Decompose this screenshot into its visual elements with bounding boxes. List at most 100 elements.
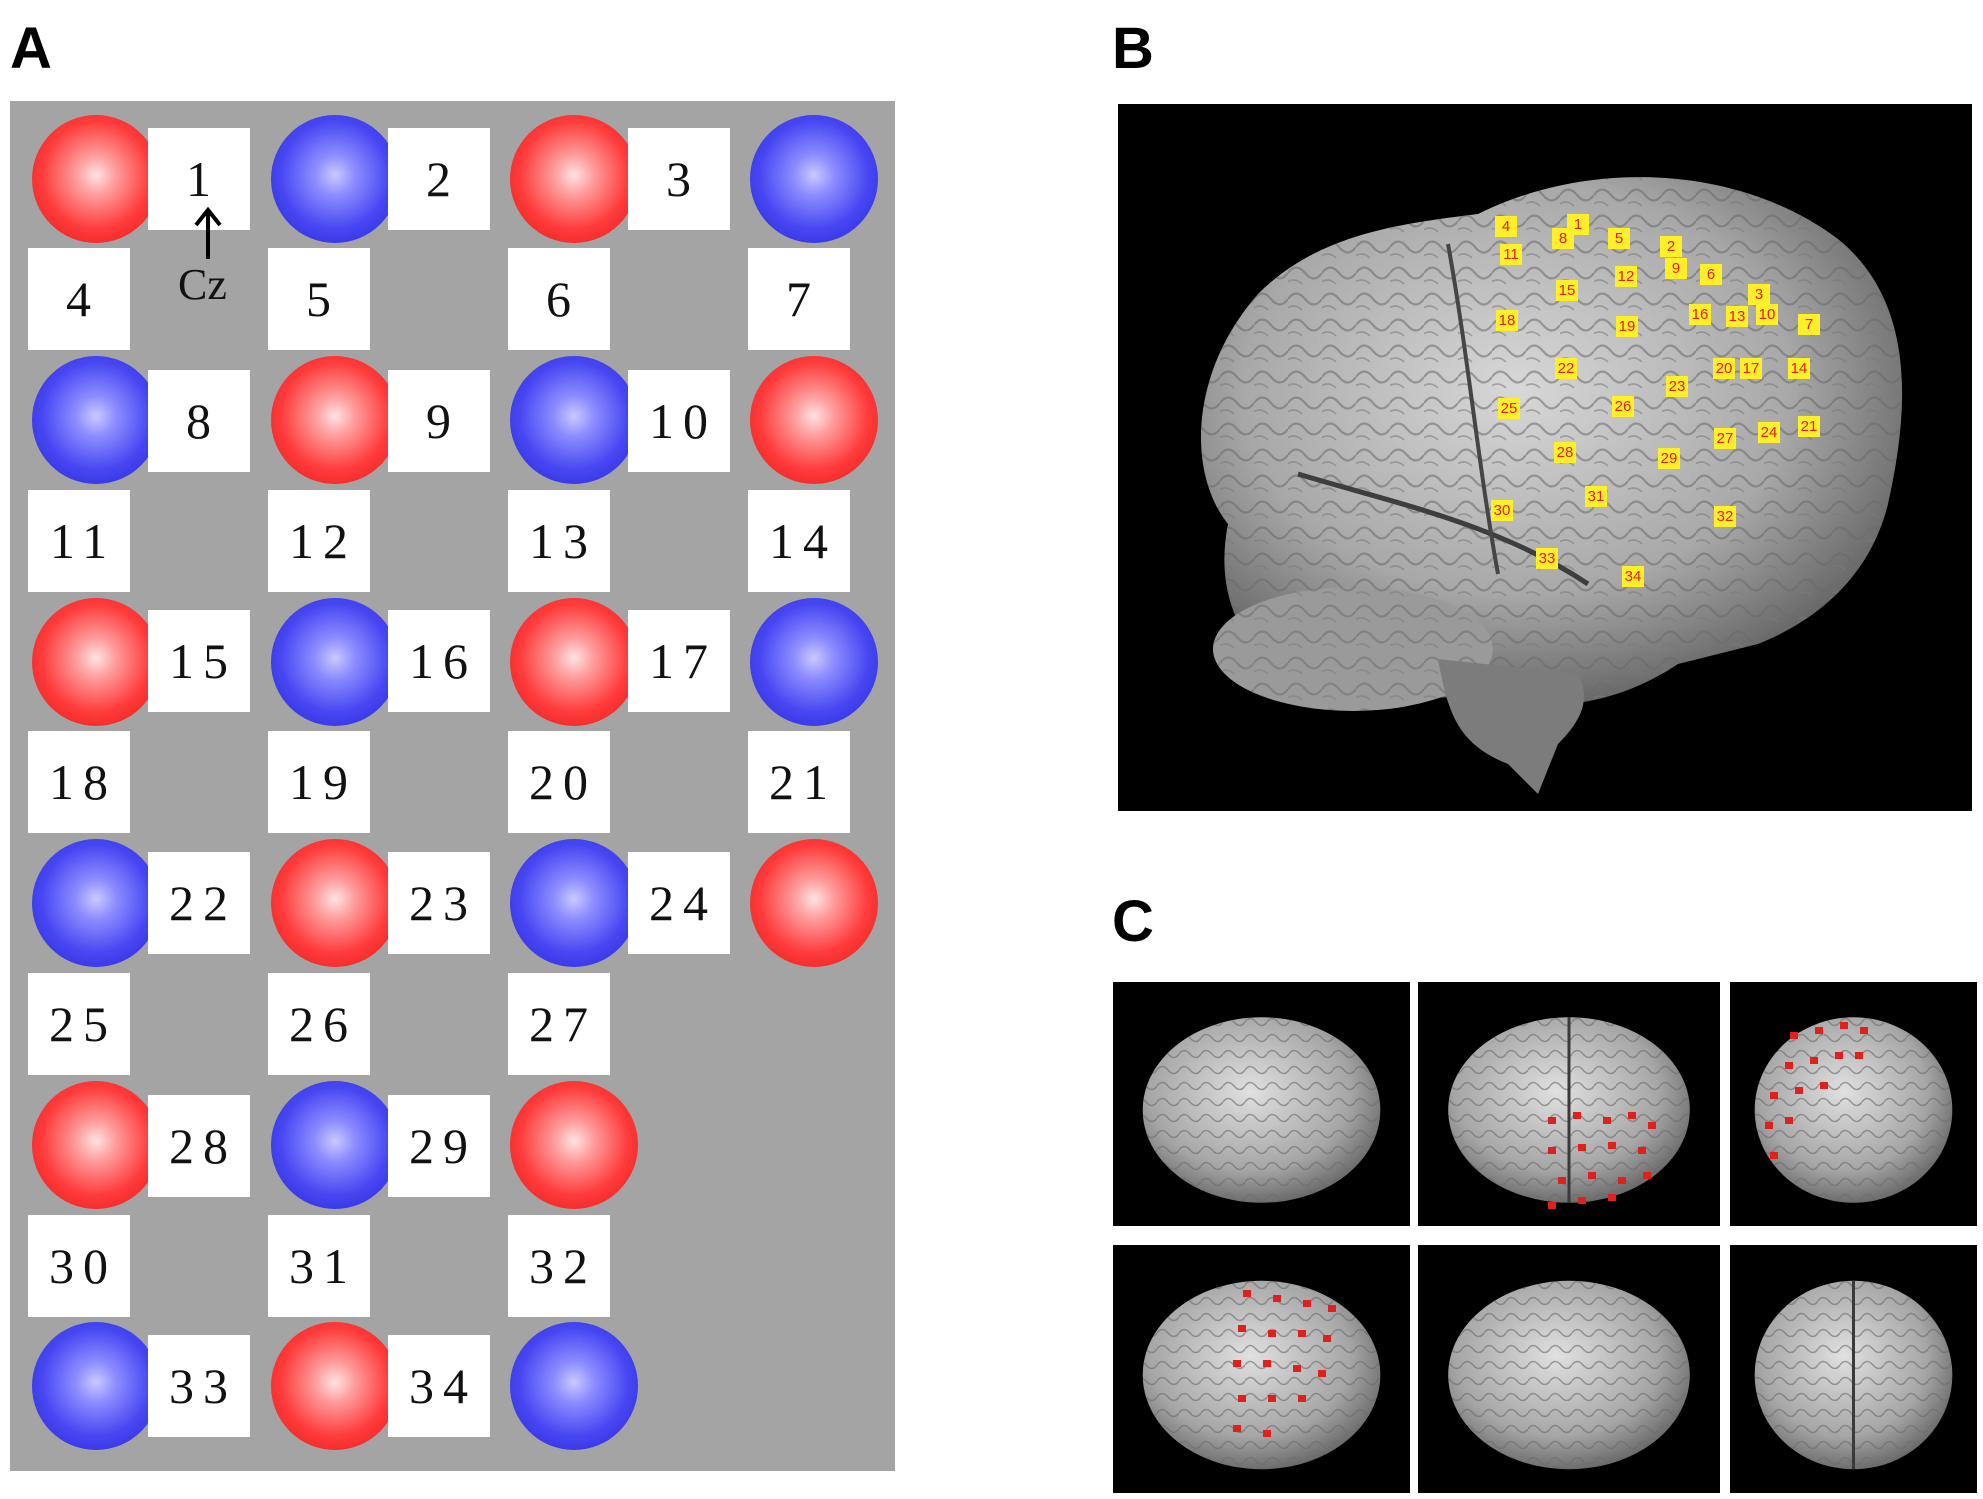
channel-marker — [1860, 1027, 1868, 1034]
channel-box: 27 — [508, 973, 610, 1075]
channel-box: 6 — [508, 248, 610, 350]
channel-tag: 4 — [1495, 216, 1517, 237]
channel-tag: 18 — [1496, 310, 1518, 331]
channel-marker — [1618, 1177, 1626, 1184]
channel-marker — [1328, 1305, 1336, 1312]
channel-tag: 16 — [1689, 304, 1711, 325]
brain-render — [1448, 1280, 1690, 1470]
source-optode — [32, 598, 160, 726]
channel-box: 23 — [388, 852, 490, 954]
channel-marker — [1243, 1290, 1251, 1297]
channel-box: 18 — [28, 731, 130, 833]
channel-marker — [1573, 1112, 1581, 1119]
channel-marker — [1815, 1027, 1823, 1034]
channel-marker — [1608, 1142, 1616, 1149]
channel-marker — [1810, 1057, 1818, 1064]
channel-marker — [1588, 1172, 1596, 1179]
channel-box: 4 — [28, 248, 130, 350]
source-optode — [750, 839, 878, 967]
cz-reference-label: Cz — [178, 260, 227, 309]
channel-box: 3 — [628, 128, 730, 230]
brain-render — [1142, 1280, 1381, 1470]
channel-box: 2 — [388, 128, 490, 230]
channel-box: 19 — [268, 731, 370, 833]
source-optode — [510, 1081, 638, 1209]
detector-optode — [510, 839, 638, 967]
channel-marker — [1263, 1430, 1271, 1437]
channel-marker — [1603, 1117, 1611, 1124]
channel-tag: 20 — [1713, 358, 1735, 379]
source-optode — [271, 356, 399, 484]
brain-lateral-illustration — [1200, 177, 1903, 794]
detector-optode — [271, 115, 399, 243]
brain-view-right-lateral — [1730, 982, 1977, 1226]
detector-optode — [32, 1322, 160, 1450]
channel-tag: 29 — [1658, 448, 1680, 469]
channel-tag: 8 — [1552, 228, 1574, 249]
channel-box: 16 — [388, 610, 490, 712]
channel-marker — [1268, 1330, 1276, 1337]
channel-box: 15 — [148, 610, 250, 712]
channel-box: 22 — [148, 852, 250, 954]
channel-tag: 13 — [1726, 306, 1748, 327]
detector-optode — [510, 1322, 638, 1450]
detector-optode — [750, 115, 878, 243]
brain-render — [1448, 1017, 1690, 1209]
channel-box: 33 — [148, 1335, 250, 1437]
source-optode — [32, 1081, 160, 1209]
channel-box: 12 — [268, 490, 370, 592]
channel-marker — [1785, 1117, 1793, 1124]
channel-marker — [1578, 1144, 1586, 1151]
channel-marker — [1238, 1325, 1246, 1332]
channel-tag: 17 — [1740, 358, 1762, 379]
channel-tag: 33 — [1536, 548, 1558, 569]
channel-box: 26 — [268, 973, 370, 1075]
detector-optode — [750, 598, 878, 726]
channel-marker — [1785, 1062, 1793, 1069]
channel-marker — [1795, 1087, 1803, 1094]
detector-optode — [32, 356, 160, 484]
channel-marker — [1770, 1092, 1778, 1099]
brain-view-left-lateral — [1113, 1245, 1410, 1493]
channel-box: 32 — [508, 1215, 610, 1317]
channel-box: 17 — [628, 610, 730, 712]
channel-marker — [1233, 1360, 1241, 1367]
channel-box: 14 — [748, 490, 850, 592]
brain-view-inferior — [1113, 982, 1410, 1226]
channel-marker — [1648, 1122, 1656, 1129]
brain-render — [1754, 1280, 1953, 1470]
channel-tag: 11 — [1500, 244, 1522, 265]
panel-label-c: C — [1112, 889, 1154, 954]
channel-tag: 14 — [1788, 358, 1810, 379]
channel-marker — [1638, 1147, 1646, 1154]
detector-optode — [271, 598, 399, 726]
detector-optode — [510, 356, 638, 484]
channel-marker — [1855, 1052, 1863, 1059]
channel-tag: 24 — [1758, 422, 1780, 443]
source-optode — [510, 115, 638, 243]
channel-box: 11 — [28, 490, 130, 592]
source-optode — [271, 1322, 399, 1450]
source-optode — [271, 839, 399, 967]
channel-tag: 27 — [1714, 428, 1736, 449]
channel-box: 31 — [268, 1215, 370, 1317]
channel-marker — [1318, 1370, 1326, 1377]
channel-box: 7 — [748, 248, 850, 350]
channel-box: 24 — [628, 852, 730, 954]
channel-tag: 19 — [1616, 316, 1638, 337]
brain-view-anterior — [1730, 1245, 1977, 1493]
detector-optode — [271, 1081, 399, 1209]
channel-marker — [1628, 1112, 1636, 1119]
channel-tag: 3 — [1748, 284, 1770, 305]
channel-marker — [1578, 1197, 1586, 1204]
channel-tag: 26 — [1612, 396, 1634, 417]
channel-marker — [1835, 1052, 1843, 1059]
channel-marker — [1273, 1295, 1281, 1302]
panel-label-b: B — [1112, 16, 1154, 81]
channel-box: 5 — [268, 248, 370, 350]
channel-marker — [1840, 1022, 1848, 1029]
channel-marker — [1770, 1152, 1778, 1159]
channel-tag: 15 — [1556, 280, 1578, 301]
